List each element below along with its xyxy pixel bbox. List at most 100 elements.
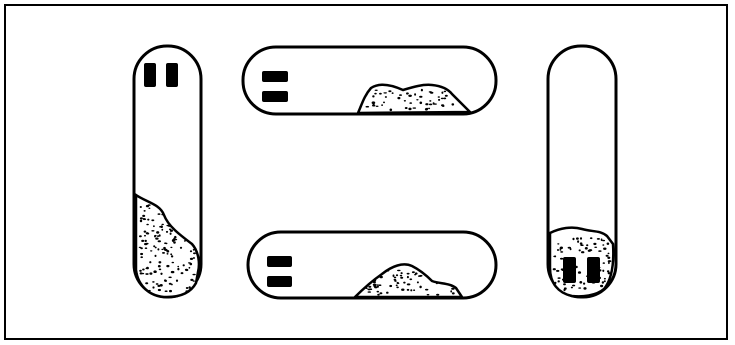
sediment-speck — [141, 240, 144, 242]
sediment-speck — [189, 267, 191, 269]
sediment-speck — [425, 103, 428, 105]
sediment-speck — [180, 247, 182, 249]
sediment-speck — [399, 94, 402, 96]
sediment-speck — [409, 102, 412, 104]
sediment-speck — [443, 98, 446, 100]
sediment-speck — [602, 270, 604, 272]
sediment-speck — [367, 289, 371, 291]
sediment-speck — [148, 290, 151, 292]
sediment-speck — [397, 97, 400, 99]
sediment-speck — [377, 291, 380, 293]
block-left — [144, 63, 156, 87]
sediment-speck — [146, 267, 149, 270]
sediment-speck — [413, 107, 417, 108]
sediment-speck — [142, 215, 145, 217]
sediment-speck — [149, 272, 152, 274]
sediment-speck — [153, 225, 155, 227]
sediment-speck — [176, 280, 178, 282]
sediment-speck — [407, 283, 411, 285]
sediment-speck — [155, 238, 158, 240]
sediment-speck — [161, 249, 163, 250]
sediment-speck — [441, 104, 444, 106]
sediment-speck — [396, 285, 398, 287]
sediment-speck — [385, 96, 387, 98]
sediment-speck — [589, 249, 593, 251]
sediment-speck — [408, 95, 412, 97]
sediment-speck — [144, 210, 146, 212]
sediment-speck — [151, 219, 154, 221]
sediment-speck — [165, 243, 167, 245]
sediment-speck — [394, 279, 397, 281]
sediment-speck — [593, 243, 596, 245]
sediment-speck — [156, 283, 159, 285]
sediment-speck — [445, 95, 448, 97]
sediment-speck — [403, 282, 405, 284]
sediment-speck — [581, 251, 584, 253]
sediment-speck — [145, 282, 148, 284]
sediment-speck — [583, 287, 586, 290]
sediment-speck — [401, 289, 404, 291]
sediment-speck — [397, 270, 401, 271]
sediment-speck — [158, 265, 161, 267]
sediment-speck — [572, 285, 575, 287]
sediment-speck — [430, 92, 433, 94]
sediment-speck — [438, 99, 440, 101]
sediment-speck — [173, 241, 176, 243]
sediment-speck — [140, 220, 142, 223]
container-horizontal-bottom — [248, 232, 496, 298]
sediment-speck — [139, 270, 142, 272]
sediment-speck — [375, 90, 378, 91]
sediment-speck — [556, 270, 559, 272]
sediment-speck — [171, 271, 175, 273]
sediment-speck — [571, 287, 573, 289]
sediment-speck — [427, 294, 430, 295]
block-right — [587, 257, 600, 283]
sediment-speck — [193, 249, 195, 251]
sediment-speck — [174, 236, 176, 239]
sediment-speck — [558, 280, 560, 282]
sediment-speck — [397, 283, 400, 285]
sediment-speck — [441, 98, 444, 100]
sediment-speck — [607, 257, 610, 259]
sediment-speck — [390, 109, 393, 112]
sediment-speck — [148, 208, 150, 209]
sediment-speck — [155, 247, 157, 249]
sediment-speck — [400, 275, 402, 277]
sediment-speck — [145, 240, 147, 242]
sediment-speck — [386, 269, 389, 271]
sediment-speck — [162, 252, 165, 254]
sediment-speck — [416, 99, 418, 100]
sediment-speck — [421, 89, 423, 92]
sediment-speck — [380, 276, 383, 279]
sediment-speck — [396, 287, 399, 289]
sediment-speck — [149, 261, 151, 263]
sediment-speck — [563, 283, 566, 285]
sediment-speck — [554, 282, 556, 284]
sediment-speck — [419, 96, 422, 98]
sediment-speck — [419, 275, 422, 277]
sediment-speck — [152, 281, 155, 283]
sediment-speck — [153, 245, 155, 247]
sediment-speck — [578, 287, 581, 288]
sediment-speck — [383, 92, 387, 93]
sediment-speck — [181, 272, 184, 274]
sediment-speck — [601, 238, 603, 241]
sediment-speck — [420, 102, 423, 105]
container-vertical-left — [134, 46, 201, 297]
container-vertical-right — [548, 46, 616, 297]
sediment-speck — [140, 253, 143, 255]
sediment-speck — [368, 286, 371, 288]
sediment-speck — [160, 273, 162, 275]
sediment-speck — [602, 244, 604, 246]
sediment-speck — [140, 247, 143, 249]
sediment-speck — [450, 290, 452, 292]
sediment-speck — [394, 277, 397, 279]
sediment-speck — [608, 272, 611, 274]
sediment-speck — [146, 232, 149, 234]
sediment-speck — [564, 287, 567, 289]
sediment-speck — [451, 285, 454, 287]
sediment-speck — [554, 255, 556, 257]
sediment-speck — [406, 92, 409, 94]
sediment-speck — [407, 289, 410, 291]
